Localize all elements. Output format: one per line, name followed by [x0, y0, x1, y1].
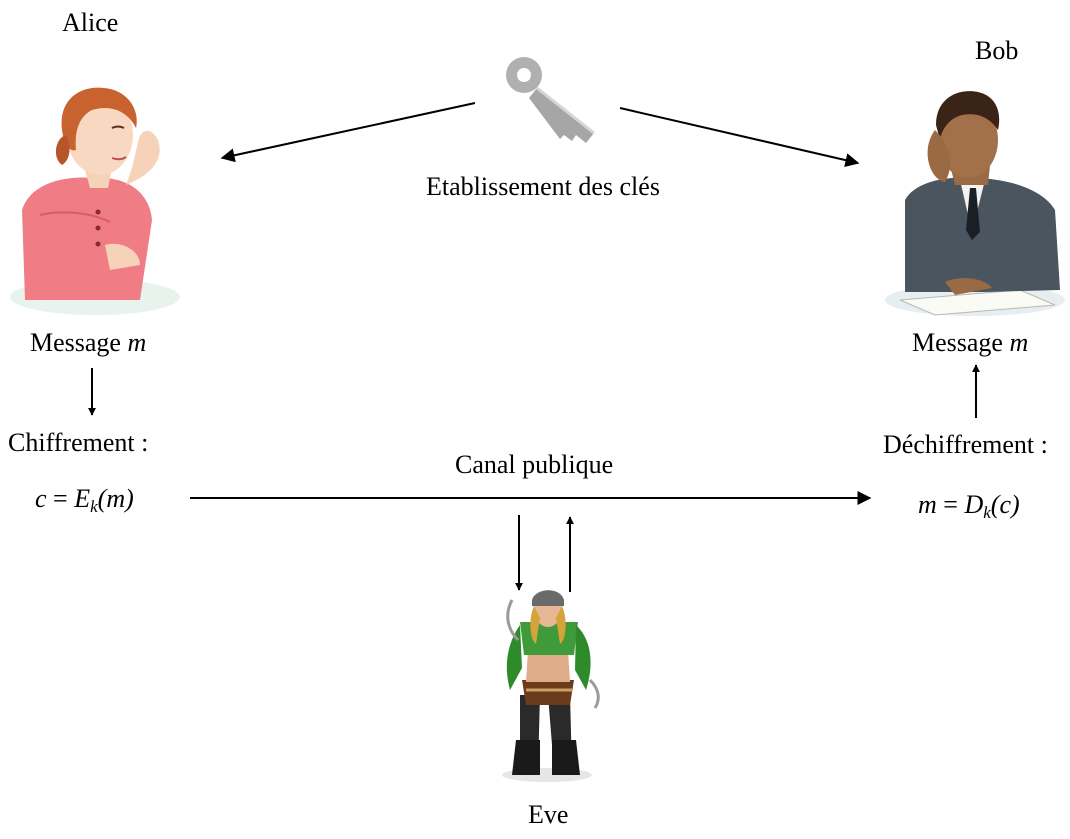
decrypt-eq: =: [936, 490, 965, 519]
encrypt-eq: =: [46, 484, 75, 513]
public-channel-label: Canal publique: [455, 450, 614, 479]
eve-illustration: [502, 590, 600, 782]
key-to-alice-arrow: [220, 102, 476, 163]
bob-label: Bob: [975, 36, 1019, 65]
key-to-bob-arrow: [619, 107, 860, 167]
eve-label: Eve: [528, 800, 569, 829]
alice-message-var: m: [127, 328, 147, 357]
alice-illustration: [10, 87, 180, 315]
bob-message-var: m: [1009, 328, 1029, 357]
key-exchange-label: Etablissement des clés: [426, 172, 660, 201]
alice-label: Alice: [62, 8, 119, 37]
encryption-formula: c = Ek(m): [35, 484, 134, 516]
encrypt-arg: (m): [97, 484, 134, 513]
bob-message-prefix: Message: [912, 328, 1010, 357]
decrypt-arg: (c): [990, 490, 1020, 519]
encrypt-func: E: [74, 484, 91, 513]
alice-message-label: Message m: [30, 328, 146, 358]
encrypt-lhs: c: [35, 484, 47, 513]
bob-message-label: Message m: [912, 328, 1028, 358]
decryption-formula: m = Dk(c): [918, 490, 1020, 522]
key-icon: [506, 57, 595, 143]
encrypt-sub: k: [90, 497, 98, 516]
decrypt-sub: k: [983, 503, 991, 522]
decrypt-lhs: m: [918, 490, 937, 519]
alice-message-prefix: Message: [30, 328, 128, 357]
encryption-label: Chiffrement :: [8, 428, 149, 457]
decrypt-func: D: [964, 490, 984, 519]
bob-illustration: [885, 91, 1065, 316]
decryption-label: Déchiffrement :: [883, 430, 1048, 459]
